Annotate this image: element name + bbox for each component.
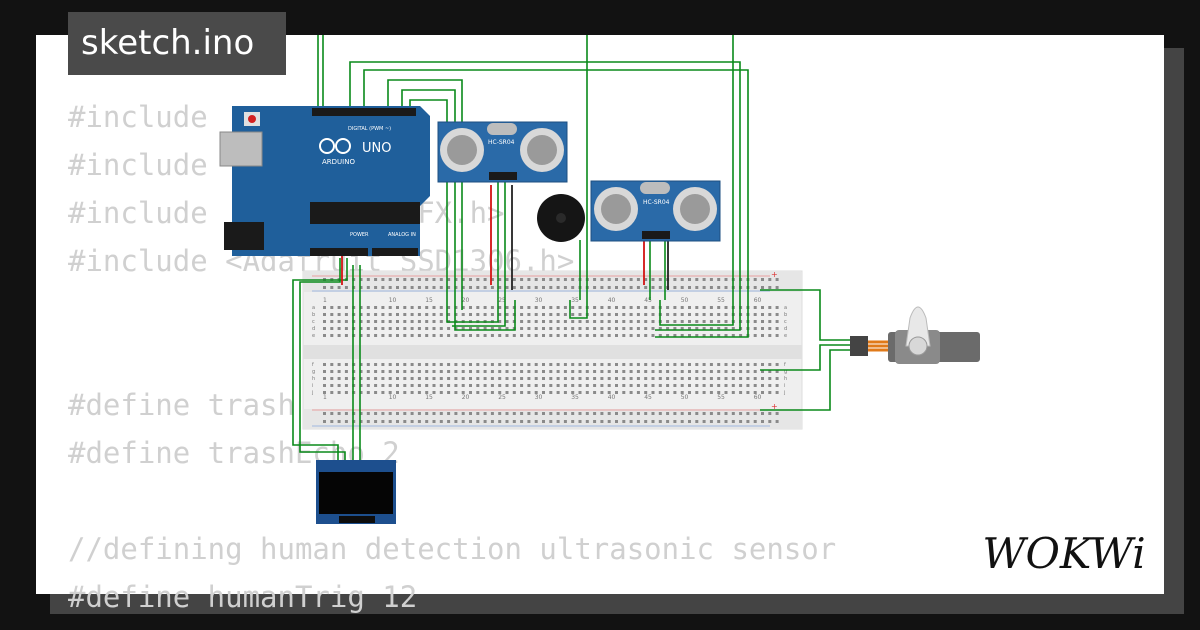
code-line: #define humanTrig 12 <box>68 580 418 614</box>
breadboard-labels: 1 1 10 10 15 15 20 20 25 25 30 30 35 35 40 40 45 45 50 50 55… <box>311 297 787 401</box>
breadboard-row-label: j <box>783 390 785 396</box>
breadboard-col-label: 30 <box>535 297 543 304</box>
breadboard-row-label: a <box>312 305 315 311</box>
breadboard-row-label: a <box>784 305 787 311</box>
breadboard-row-label: i <box>312 383 313 389</box>
breadboard-col-label: 25 <box>498 394 506 401</box>
breadboard-col-label: 50 <box>681 297 689 304</box>
breadboard-col-label: 60 <box>754 297 762 304</box>
digital-header <box>312 108 416 116</box>
breadboard-col-label: 60 <box>754 394 762 401</box>
oled-display[interactable] <box>316 460 396 524</box>
sketch-title: sketch.ino <box>68 12 286 75</box>
breadboard-col-label: 45 <box>644 297 652 304</box>
buzzer[interactable] <box>537 194 585 242</box>
breadboard-row-label: e <box>312 333 315 339</box>
breadboard-row-label: c <box>312 319 315 325</box>
arduino-brand-label: ARDUINO <box>322 158 355 166</box>
atmega-chip <box>310 202 420 224</box>
wokwi-logo: WOKWi <box>982 529 1145 578</box>
power-label: POWER <box>350 232 369 238</box>
code-line: //defining human detection ultrasonic se… <box>68 532 837 566</box>
power-wires <box>341 185 669 290</box>
breadboard-col-label: 20 <box>462 394 470 401</box>
breadboard-col-label: 15 <box>425 297 433 304</box>
arduino-uno-label: UNO <box>362 141 391 156</box>
breadboard-col-label: 1 <box>323 297 327 304</box>
servo-motor[interactable] <box>850 306 980 364</box>
breadboard-row-label: j <box>311 390 313 396</box>
analog-header <box>372 248 418 256</box>
breadboard-row-label: b <box>784 312 787 318</box>
breadboard-row-label: i <box>784 383 785 389</box>
breadboard-col-label: 55 <box>717 297 725 304</box>
analog-label: ANALOG IN <box>388 232 416 238</box>
rail-plus-label: + <box>771 402 778 411</box>
wires <box>292 35 850 462</box>
power-header <box>310 248 368 256</box>
breadboard-row-label: b <box>312 312 315 318</box>
breadboard-row-label: f <box>312 362 314 368</box>
breadboard-col-label: 20 <box>462 297 470 304</box>
breadboard-row-label: c <box>784 319 787 325</box>
rail-plus-label: + <box>771 270 778 279</box>
wokwi-logo-text: WOKWi <box>982 529 1145 578</box>
breadboard-row-label: h <box>312 376 315 382</box>
reset-button-cap <box>248 115 256 123</box>
ultrasonic-sensor-2[interactable]: HC-SR04 <box>590 180 721 242</box>
breadboard-col-label: 15 <box>425 394 433 401</box>
breadboard-col-label: 40 <box>608 297 616 304</box>
breadboard-col-label: 10 <box>389 394 397 401</box>
breadboard-row-label: e <box>784 333 787 339</box>
breadboard-col-label: 30 <box>535 394 543 401</box>
breadboard-col-label: 25 <box>498 297 506 304</box>
usb-port <box>219 131 263 167</box>
arduino-logo-icon <box>319 138 351 154</box>
breadboard-col-label: 35 <box>571 394 579 401</box>
ultrasonic-sensor-1[interactable]: HC-SR04 <box>437 121 568 183</box>
breadboard-col-label: 45 <box>644 394 652 401</box>
power-jack <box>224 222 264 250</box>
code-line: #define trash <box>68 388 295 422</box>
code-line: #include GFX.h> <box>68 196 505 230</box>
digital-label: DIGITAL (PWM ~) <box>348 126 391 132</box>
breadboard-row-label: g <box>312 369 315 375</box>
code-line: #include <box>68 100 208 134</box>
code-line: #include <box>68 148 208 182</box>
breadboard-row-label: d <box>784 326 787 332</box>
breadboard-row-label: h <box>784 376 787 382</box>
breadboard-col-label: 40 <box>608 394 616 401</box>
sensor-2-label: HC-SR04 <box>643 199 670 206</box>
code-line: #define trashEcho 2 <box>68 436 400 470</box>
breadboard-row-label: d <box>312 326 315 332</box>
breadboard-row-label: g <box>784 369 787 375</box>
breadboard-col-label: 35 <box>571 297 579 304</box>
breadboard-col-label: 1 <box>323 394 327 401</box>
breadboard-row-label: f <box>784 362 786 368</box>
breadboard-col-label: 50 <box>681 394 689 401</box>
arduino-uno[interactable]: UNO ARDUINO DIGITAL (PWM ~) POWER ANALOG… <box>219 106 430 256</box>
breadboard-col-label: 55 <box>717 394 725 401</box>
sensor-1-label: HC-SR04 <box>488 139 515 146</box>
breadboard-col-label: 10 <box>389 297 397 304</box>
breadboard: 1 1 10 10 15 15 20 20 25 25 30 30 35 35 40 40 45 45 50 50 55… <box>302 270 803 430</box>
